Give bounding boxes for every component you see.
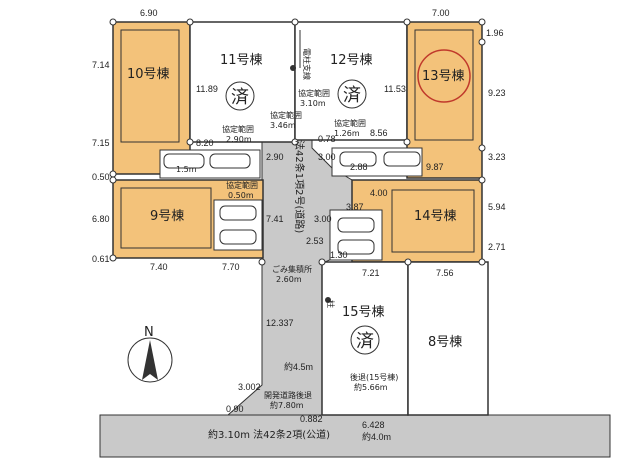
sold-circle xyxy=(417,49,471,103)
dim-inner-300a: 3.00 xyxy=(318,152,336,162)
dim-bottom-0882: 0.882 xyxy=(300,414,323,424)
note-kyotei4-title: 協定範囲 xyxy=(334,118,366,128)
dim-top-right-corner: 1.96 xyxy=(486,28,504,38)
dim-bottom-3002: 3.002 xyxy=(238,382,261,392)
dim-inner-078: 0.78 xyxy=(318,134,336,144)
dim-right-1: 9.23 xyxy=(488,88,506,98)
pole-icon xyxy=(290,65,296,71)
dim-left-5: 0.61 xyxy=(92,254,110,264)
sold-mark: 済 xyxy=(343,85,361,106)
pole-icon xyxy=(325,297,331,303)
lot-label-13: 13号棟 xyxy=(422,69,465,84)
dim-bottom-40: 約4.0m xyxy=(362,431,391,442)
dim-lot13-inner: 9.87 xyxy=(426,162,444,172)
note-kaihatsu-title: 開発道路後退 xyxy=(264,390,312,400)
public-road xyxy=(99,414,611,458)
note-gomi-title: ごみ集積所 xyxy=(272,264,312,274)
note-kyotei1-title: 協定範囲 xyxy=(298,88,330,98)
lot-label-11: 11号棟 xyxy=(220,53,263,68)
lot-8 xyxy=(407,261,489,416)
note-public-road: 約3.10m 法42条2項(公道) xyxy=(208,428,330,441)
car-icon xyxy=(163,151,421,255)
dim-lane-width: 約4.5m xyxy=(284,361,313,372)
dim-left-2: 7.15 xyxy=(92,138,110,148)
dim-bottom-6428: 6.428 xyxy=(362,420,385,430)
lot-label-8: 8号棟 xyxy=(428,335,462,350)
dim-lot11-side: 11.89 xyxy=(196,84,218,94)
dim-inner-253: 2.53 xyxy=(306,236,324,246)
sold-badge xyxy=(350,325,380,355)
note-small-label: 1.5m xyxy=(176,165,197,174)
dim-lot14-bottom-right: 7.56 xyxy=(436,268,454,278)
lot-label-9: 9号棟 xyxy=(150,209,184,224)
dim-bottom-090: 0.90 xyxy=(226,404,244,414)
note-kaihatsu-val: 約7.80m xyxy=(270,400,304,410)
lot-label-15: 15号棟 xyxy=(342,305,385,320)
dim-inner-288: 2.88 xyxy=(350,162,368,172)
lot-label-10: 10号棟 xyxy=(127,67,170,82)
note-kyotei4-val: 1.26m xyxy=(334,129,360,138)
sold-badge xyxy=(337,79,367,109)
dim-left-3: 0.50 xyxy=(92,172,110,182)
sold-badge xyxy=(225,81,255,111)
dim-lane-length: 12.337 xyxy=(266,318,294,328)
dim-inner-300b: 3.00 xyxy=(314,214,332,224)
note-hashira: 柱 xyxy=(326,300,336,308)
note-kotai-title: 後退(15号棟) xyxy=(350,372,398,382)
dim-right-3: 5.94 xyxy=(488,202,506,212)
dim-lot12-bottom: 8.56 xyxy=(370,128,388,138)
dim-right-4: 2.71 xyxy=(488,242,506,252)
dim-inner-400: 4.00 xyxy=(370,188,388,198)
note-kyotei1-val: 3.10m xyxy=(300,99,326,108)
note-kyotei5-val: 0.50m xyxy=(228,191,254,200)
dim-top-right: 7.00 xyxy=(432,8,450,18)
note-private-road: 法42条1項2号(道路) xyxy=(293,140,306,233)
north-label: N xyxy=(144,325,154,340)
dim-inner-387: 3.87 xyxy=(346,202,364,212)
lot-label-14: 14号棟 xyxy=(414,209,457,224)
dim-right-2: 3.23 xyxy=(488,152,506,162)
note-kyotei3-title: 協定範囲 xyxy=(222,124,254,134)
dim-top-left: 6.90 xyxy=(140,8,158,18)
note-kyotei5-title: 協定範囲 xyxy=(226,180,258,190)
north-arrow: N xyxy=(127,325,173,383)
lot-label-12: 12号棟 xyxy=(330,53,373,68)
dim-lot9-bottom: 7.40 xyxy=(150,262,168,272)
note-kyotei2-title: 協定範囲 xyxy=(270,110,302,120)
sold-mark: 済 xyxy=(356,331,374,352)
note-gomi-val: 2.60m xyxy=(276,275,302,284)
note-kyotei3-val: 2.90m xyxy=(226,135,252,144)
note-kotai-val: 約5.66m xyxy=(354,382,388,392)
dim-left-1: 7.14 xyxy=(92,60,110,70)
dim-inner-130: 1.30 xyxy=(330,250,348,260)
dim-lot14-bottom-left: 7.21 xyxy=(362,268,380,278)
note-kyotei2-val: 3.46m xyxy=(270,121,296,130)
dim-inner-741: 7.41 xyxy=(266,214,284,224)
note-denchu: 電柱支線 xyxy=(302,48,312,80)
dim-lot11-bottom: 8.20 xyxy=(196,138,214,148)
dim-inner-290: 2.90 xyxy=(266,152,284,162)
dim-left-4: 6.80 xyxy=(92,214,110,224)
dim-mid-bottom: 7.70 xyxy=(222,262,240,272)
boundary-markers xyxy=(109,18,486,266)
sold-mark: 済 xyxy=(231,87,249,108)
dim-lot12-side: 11.53 xyxy=(384,84,406,94)
